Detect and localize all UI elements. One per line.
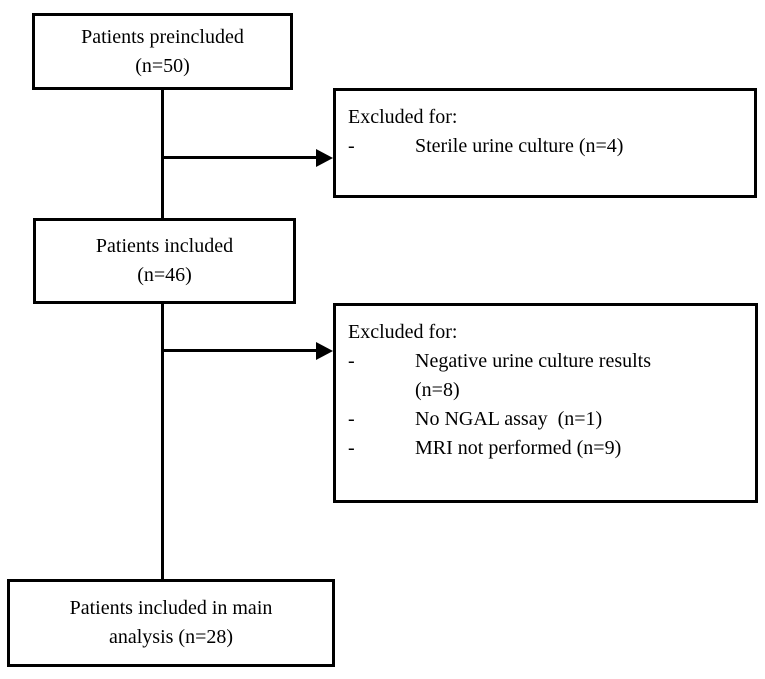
exclusion-item-text: MRI not performed (n=9)	[415, 437, 622, 459]
exclusion-item: - Negative urine culture results (n=8)	[348, 347, 747, 405]
exclusion-item-text: No NGAL assay (n=1)	[415, 408, 603, 430]
exclusion-title: Excluded for:	[348, 321, 458, 343]
box-label-line: Patients preincluded	[81, 25, 244, 48]
box-excluded-1: Excluded for: - Sterile urine culture (n…	[333, 88, 757, 198]
exclusion-item: - No NGAL assay (n=1)	[348, 405, 747, 434]
box-count-line: (n=50)	[135, 54, 190, 77]
exclusion-item-text: (n=8)	[415, 379, 460, 401]
exclusion-item: - Sterile urine culture (n=4)	[348, 132, 746, 161]
box-label-line: analysis (n=28)	[108, 626, 234, 648]
exclusion-item-text: Negative urine culture results	[415, 350, 652, 372]
exclusion-title: Excluded for:	[348, 106, 458, 128]
bullet-dash: -	[348, 437, 355, 459]
box-label-line: Patients included in main	[69, 597, 273, 619]
arrowhead-right-icon	[316, 148, 333, 167]
box-patients-preincluded: Patients preincluded (n=50)	[32, 13, 293, 90]
box-count-line: (n=46)	[137, 264, 192, 286]
exclusion-arrow-line-1	[163, 156, 319, 159]
bullet-dash: -	[348, 350, 355, 372]
box-patients-main-analysis: Patients included in main analysis (n=28…	[7, 579, 335, 667]
exclusion-item-text: Sterile urine culture (n=4)	[415, 135, 624, 157]
box-label-line: Patients included	[95, 235, 234, 257]
box-excluded-2: Excluded for: - Negative urine culture r…	[333, 303, 758, 503]
exclusion-arrow-line-2	[163, 349, 319, 352]
exclusion-item: - MRI not performed (n=9)	[348, 434, 747, 463]
connector-line-vertical-2	[161, 304, 164, 579]
bullet-dash: -	[348, 408, 355, 430]
connector-line-vertical-1	[161, 89, 164, 218]
box-patients-included: Patients included (n=46)	[33, 218, 296, 304]
bullet-dash: -	[348, 135, 355, 157]
arrowhead-right-icon	[316, 341, 333, 360]
